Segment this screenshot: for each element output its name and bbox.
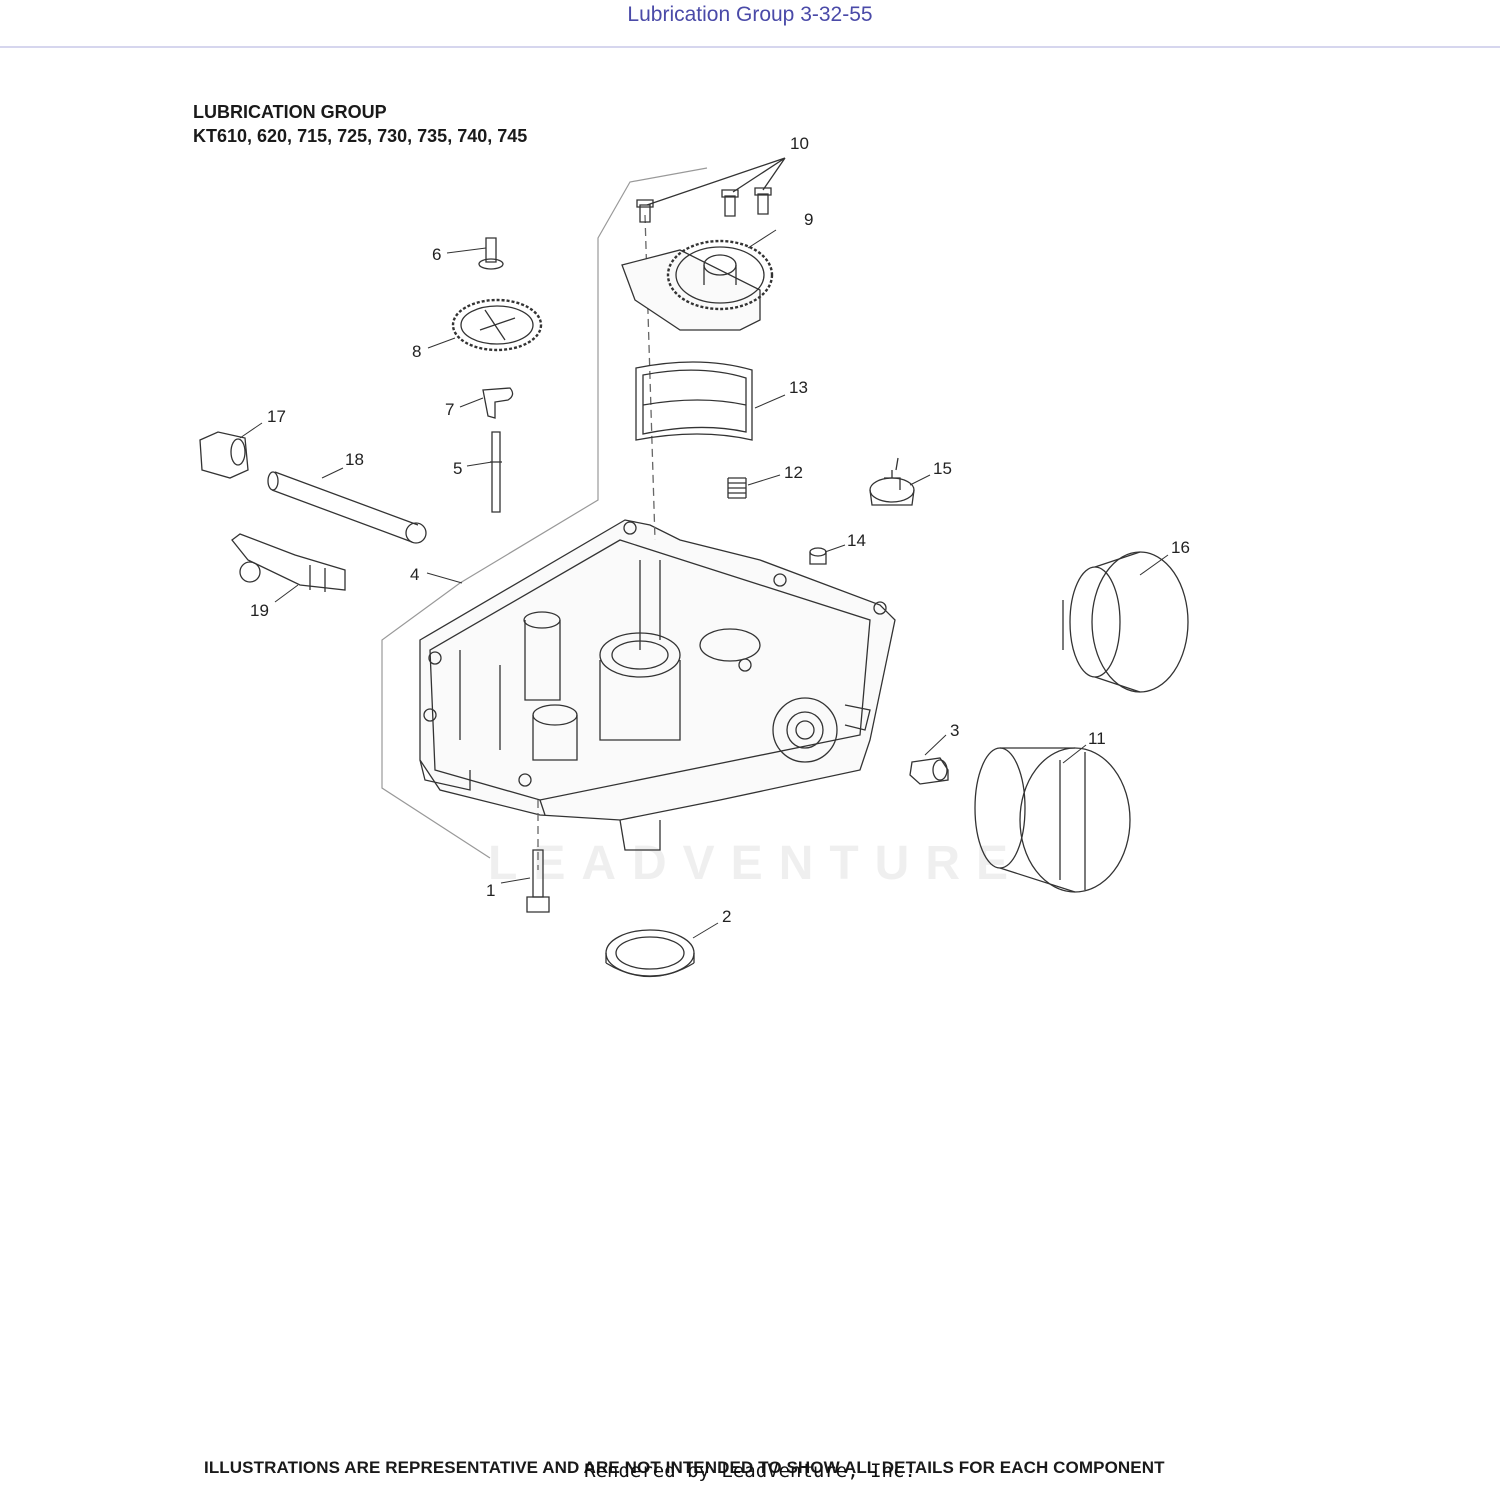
oil-pan-part bbox=[419, 519, 896, 851]
oil-pump-part bbox=[621, 239, 774, 331]
oil-seal-part bbox=[605, 929, 695, 978]
oil-screen-part bbox=[635, 361, 753, 441]
plug-part bbox=[809, 547, 827, 565]
callout-18: 18 bbox=[345, 450, 364, 469]
pin-part bbox=[478, 237, 504, 270]
callout-6: 6 bbox=[432, 245, 442, 264]
callout-1: 1 bbox=[486, 881, 496, 900]
callout-3: 3 bbox=[950, 721, 960, 740]
shaft-part bbox=[490, 431, 502, 513]
heading-line-2: KT610, 620, 715, 725, 730, 735, 740, 745 bbox=[193, 126, 528, 146]
oil-sentry-part bbox=[869, 457, 915, 506]
callout-2: 2 bbox=[722, 907, 732, 926]
disclaimer-note: ILLUSTRATIONS ARE REPRESENTATIVE AND ARE… bbox=[204, 1458, 1165, 1477]
rendered-by-credit: Rendered by LeadVenture, Inc. bbox=[584, 1460, 916, 1482]
spring-part bbox=[727, 477, 747, 499]
callout-16: 16 bbox=[1171, 538, 1190, 557]
callout-4: 4 bbox=[410, 565, 420, 584]
bolt-part bbox=[526, 849, 550, 913]
callout-7: 7 bbox=[445, 400, 455, 419]
callout-15: 15 bbox=[933, 459, 952, 478]
oil-filter-part-16 bbox=[1062, 551, 1189, 693]
callout-13: 13 bbox=[789, 378, 808, 397]
callout-19: 19 bbox=[250, 601, 269, 620]
pipe-part bbox=[267, 471, 427, 544]
governor-gear-part bbox=[451, 298, 543, 352]
regulating-pin-part bbox=[482, 387, 514, 419]
oil-filter-part-11 bbox=[974, 747, 1131, 893]
heading-line-1: LUBRICATION GROUP bbox=[193, 102, 387, 122]
nut-part bbox=[199, 431, 249, 479]
callout-12: 12 bbox=[784, 463, 803, 482]
watermark: LEADVENTURE bbox=[488, 837, 1025, 890]
page-header: Lubrication Group 3-32-55 bbox=[0, 0, 1500, 48]
page-title: Lubrication Group 3-32-55 bbox=[627, 3, 873, 26]
callout-14: 14 bbox=[847, 531, 866, 550]
tee-fitting-part bbox=[231, 533, 346, 592]
callout-9: 9 bbox=[804, 210, 814, 229]
callout-11: 11 bbox=[1088, 729, 1106, 748]
callout-5: 5 bbox=[453, 459, 463, 478]
callout-8: 8 bbox=[412, 342, 422, 361]
callout-17: 17 bbox=[267, 407, 286, 426]
callout-10: 10 bbox=[790, 134, 809, 153]
group-bracket-line bbox=[381, 167, 708, 859]
fitting-part bbox=[909, 757, 949, 785]
screws-part bbox=[636, 157, 786, 223]
